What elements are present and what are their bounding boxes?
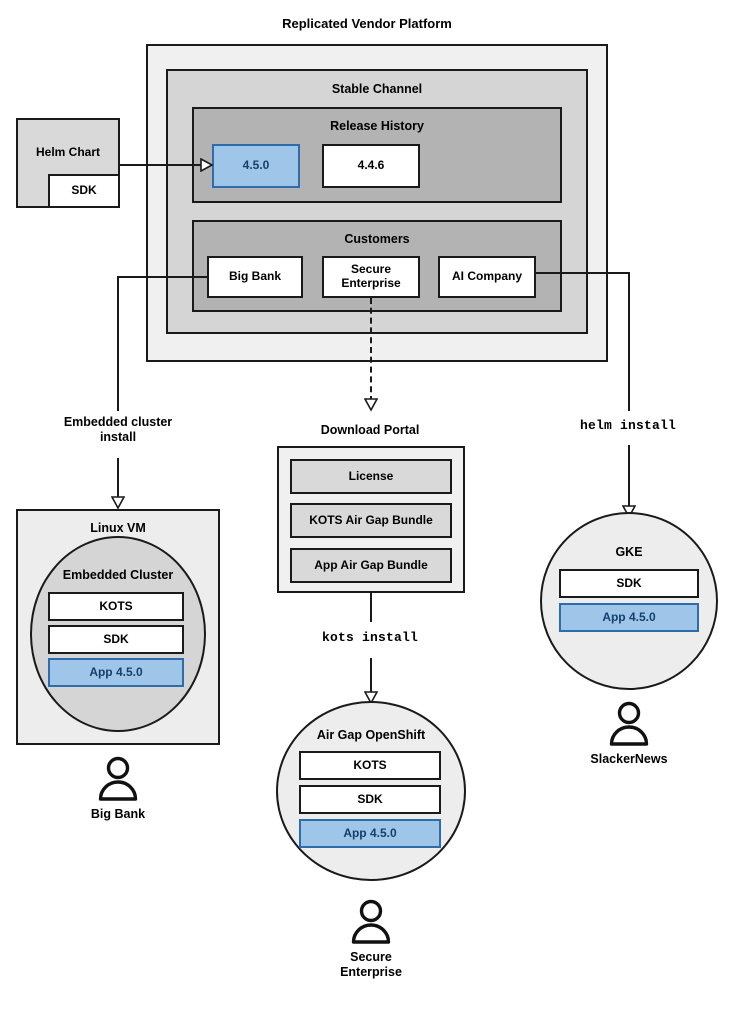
gke-arrowhead [622, 505, 636, 519]
helm-chart-to-release-arrowhead [200, 158, 214, 172]
person-icon [351, 899, 391, 944]
linux-vm-component-app[interactable]: App 4.5.0 [48, 658, 184, 687]
helm-chart-label: Helm Chart [35, 145, 100, 159]
embedded-cluster-install-label: Embedded cluster install [38, 415, 198, 445]
release-card-4-4-6[interactable]: 4.4.6 [322, 144, 420, 188]
customer-name-label: Secure Enterprise [341, 262, 401, 290]
actor-label-line1: Secure [350, 950, 392, 964]
kots-install-label: kots install [321, 630, 418, 645]
component-label: KOTS [99, 598, 133, 613]
airgap-component-kots[interactable]: KOTS [299, 751, 441, 780]
embedded-cluster-label: Embedded Cluster [62, 568, 174, 582]
customer-card-ai-company[interactable]: AI Company [438, 256, 536, 298]
linux-vm-component-sdk[interactable]: SDK [48, 625, 184, 654]
airgap-openshift-arrowhead [364, 691, 378, 705]
actor-label-slackernews: SlackerNews [590, 752, 668, 766]
linux-vm-arrowhead [111, 496, 125, 510]
big-bank-connector-horizontal [117, 276, 209, 278]
release-card-4-5-0[interactable]: 4.5.0 [212, 144, 300, 188]
stable-channel-label: Stable Channel [331, 82, 423, 96]
ai-company-connector-vertical-lower [628, 445, 630, 510]
download-portal-item-license[interactable]: License [290, 459, 452, 494]
airgap-component-sdk[interactable]: SDK [299, 785, 441, 814]
customer-name-label: AI Company [451, 269, 522, 284]
diagram-title: Replicated Vendor Platform [282, 16, 452, 31]
component-label: App 4.5.0 [602, 609, 656, 624]
portal-item-label: KOTS Air Gap Bundle [309, 512, 433, 527]
download-portal-item-app-air-gap-bundle[interactable]: App Air Gap Bundle [290, 548, 452, 583]
actor-label-big-bank: Big Bank [90, 807, 146, 821]
helm-install-label: helm install [579, 418, 676, 433]
actor-secure-enterprise: Secure Enterprise [340, 898, 402, 979]
actor-label-secure-enterprise: Secure Enterprise [287, 950, 455, 980]
person-icon [98, 756, 138, 801]
actor-slackernews: SlackerNews [590, 700, 668, 766]
actor-big-bank: Big Bank [91, 755, 145, 821]
secure-enterprise-to-portal-dashed-line [370, 298, 372, 402]
embedded-cluster-install-line1: Embedded cluster [63, 415, 173, 429]
portal-item-label: App Air Gap Bundle [314, 557, 428, 572]
customer-card-big-bank[interactable]: Big Bank [207, 256, 303, 298]
download-portal-item-kots-air-gap-bundle[interactable]: KOTS Air Gap Bundle [290, 503, 452, 538]
kots-install-connector-lower [370, 658, 372, 696]
linux-vm-component-kots[interactable]: KOTS [48, 592, 184, 621]
ai-company-connector-horizontal [534, 272, 630, 274]
gke-ellipse: GKE [540, 512, 718, 690]
big-bank-connector-vertical-lower [117, 458, 119, 502]
gke-label: GKE [615, 545, 643, 559]
helm-chart-to-release-line [120, 164, 204, 166]
big-bank-connector-vertical-upper [117, 276, 119, 411]
portal-item-label: License [348, 468, 394, 483]
airgap-openshift-label: Air Gap OpenShift [316, 728, 426, 742]
customer-card-secure-enterprise[interactable]: Secure Enterprise [322, 256, 420, 298]
airgap-component-app[interactable]: App 4.5.0 [299, 819, 441, 848]
gke-component-app[interactable]: App 4.5.0 [559, 603, 699, 632]
release-version-label: 4.4.6 [357, 158, 385, 173]
customers-label: Customers [344, 232, 410, 246]
person-icon [609, 701, 649, 746]
kots-install-connector-upper [370, 593, 372, 622]
linux-vm-label: Linux VM [90, 521, 146, 535]
actor-label-line2: Enterprise [340, 965, 402, 979]
customer-name-label: Big Bank [228, 269, 281, 284]
component-label: SDK [103, 631, 129, 646]
helm-chart-sdk-box[interactable]: SDK [48, 174, 120, 208]
component-label: App 4.5.0 [343, 825, 397, 840]
download-portal-title: Download Portal [320, 423, 420, 437]
helm-chart-sdk-label: SDK [71, 183, 97, 198]
release-history-label: Release History [330, 119, 424, 133]
gke-component-sdk[interactable]: SDK [559, 569, 699, 598]
release-version-label: 4.5.0 [242, 158, 270, 173]
download-portal-arrowhead [364, 398, 378, 412]
component-label: SDK [357, 791, 383, 806]
ai-company-connector-vertical-upper [628, 272, 630, 411]
component-label: SDK [616, 575, 642, 590]
component-label: App 4.5.0 [89, 664, 143, 679]
component-label: KOTS [353, 757, 387, 772]
embedded-cluster-install-line2: install [99, 430, 137, 444]
